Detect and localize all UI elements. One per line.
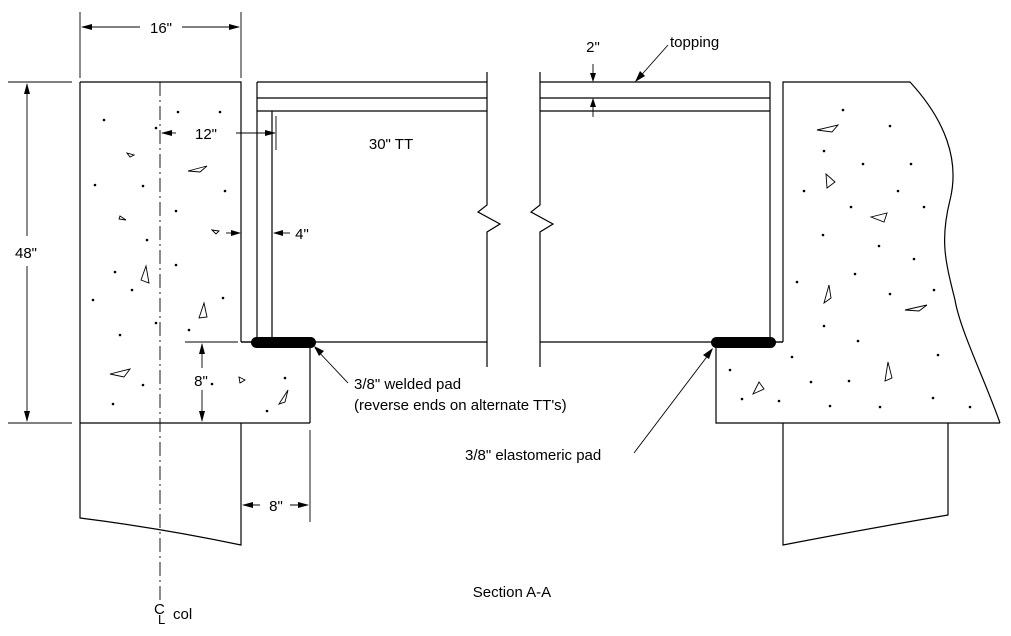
dim-corbel-projection-label: 8" xyxy=(269,498,283,515)
dim-column-width-label: 16" xyxy=(150,20,172,37)
elastomeric-pad-callout: 3/8" elastomeric pad xyxy=(465,348,713,464)
dim-topping-label: 2" xyxy=(586,39,600,56)
topping-callout: topping xyxy=(635,34,719,82)
right-column xyxy=(715,81,1001,546)
left-double-tee xyxy=(241,72,502,367)
dim-stem-offset: 12" xyxy=(161,116,277,150)
dim-topping: 2" xyxy=(586,39,600,117)
right-column-aggregate xyxy=(728,108,972,409)
welded-pad xyxy=(251,337,316,348)
topping-label: topping xyxy=(670,34,719,51)
dim-column-width: 16" xyxy=(79,12,242,78)
welded-pad-label-2: (reverse ends on alternate TT's) xyxy=(354,397,567,414)
centerline-text: col xyxy=(173,606,192,623)
centerline-symbol: C xyxy=(154,601,165,618)
right-double-tee xyxy=(529,72,783,367)
left-column xyxy=(79,81,311,546)
section-title: Section A-A xyxy=(473,584,551,601)
dim-corbel-projection: 8" xyxy=(240,430,311,522)
centerline-symbol-sub: L xyxy=(158,612,165,627)
dim-column-height: 48" xyxy=(8,81,72,424)
elastomeric-pad-label: 3/8" elastomeric pad xyxy=(465,447,601,464)
elastomeric-pad xyxy=(711,337,776,348)
dim-stem-width: 4" xyxy=(226,226,309,243)
left-column-aggregate xyxy=(91,110,289,413)
dim-stem-width-label: 4" xyxy=(295,226,309,243)
welded-pad-callout: 3/8" welded pad (reverse ends on alterna… xyxy=(314,346,567,414)
dim-column-height-label: 48" xyxy=(15,245,37,262)
member-label: 30" TT xyxy=(369,136,413,153)
centerline-label: C L col xyxy=(154,601,192,627)
welded-pad-label-1: 3/8" welded pad xyxy=(354,376,461,393)
dim-corbel-depth-label: 8" xyxy=(194,373,208,390)
dim-stem-offset-label: 12" xyxy=(195,126,217,143)
dim-corbel-depth: 8" xyxy=(185,341,238,422)
